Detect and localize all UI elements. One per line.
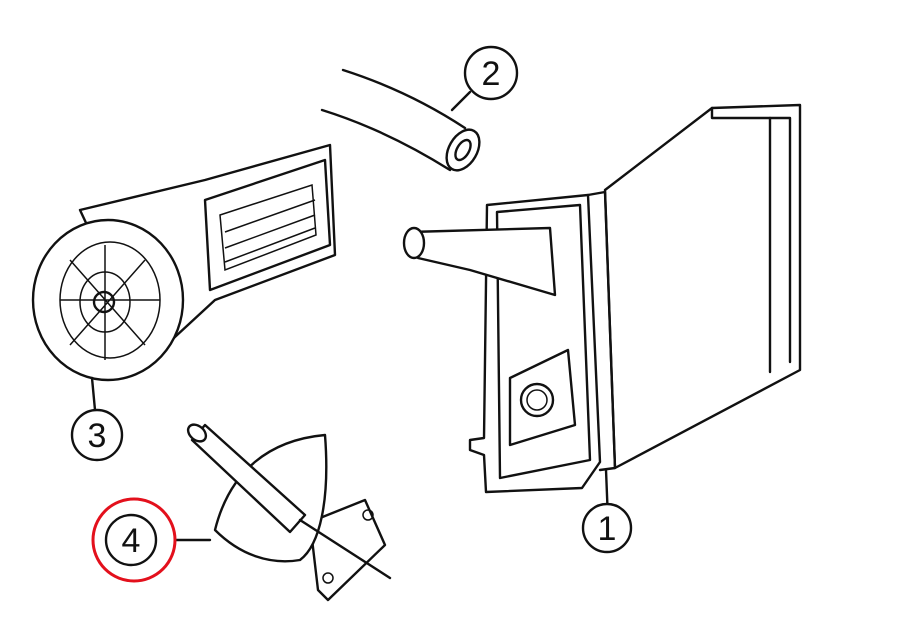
callout-label-2: 2 bbox=[482, 55, 501, 93]
callout-1: 1 bbox=[581, 502, 633, 554]
callout-label-4: 4 bbox=[122, 522, 141, 560]
hose-drawing bbox=[320, 68, 481, 172]
blower-drawing bbox=[31, 143, 337, 412]
highlight-circle bbox=[91, 497, 177, 583]
callout-3: 3 bbox=[70, 408, 124, 462]
callout-4: 4 bbox=[91, 497, 177, 583]
heater-core-drawing bbox=[402, 103, 802, 522]
callout-label-3: 3 bbox=[88, 417, 107, 455]
callout-2: 2 bbox=[463, 45, 519, 101]
drain-flap-drawing bbox=[173, 423, 392, 602]
callout-label-1: 1 bbox=[598, 510, 617, 548]
